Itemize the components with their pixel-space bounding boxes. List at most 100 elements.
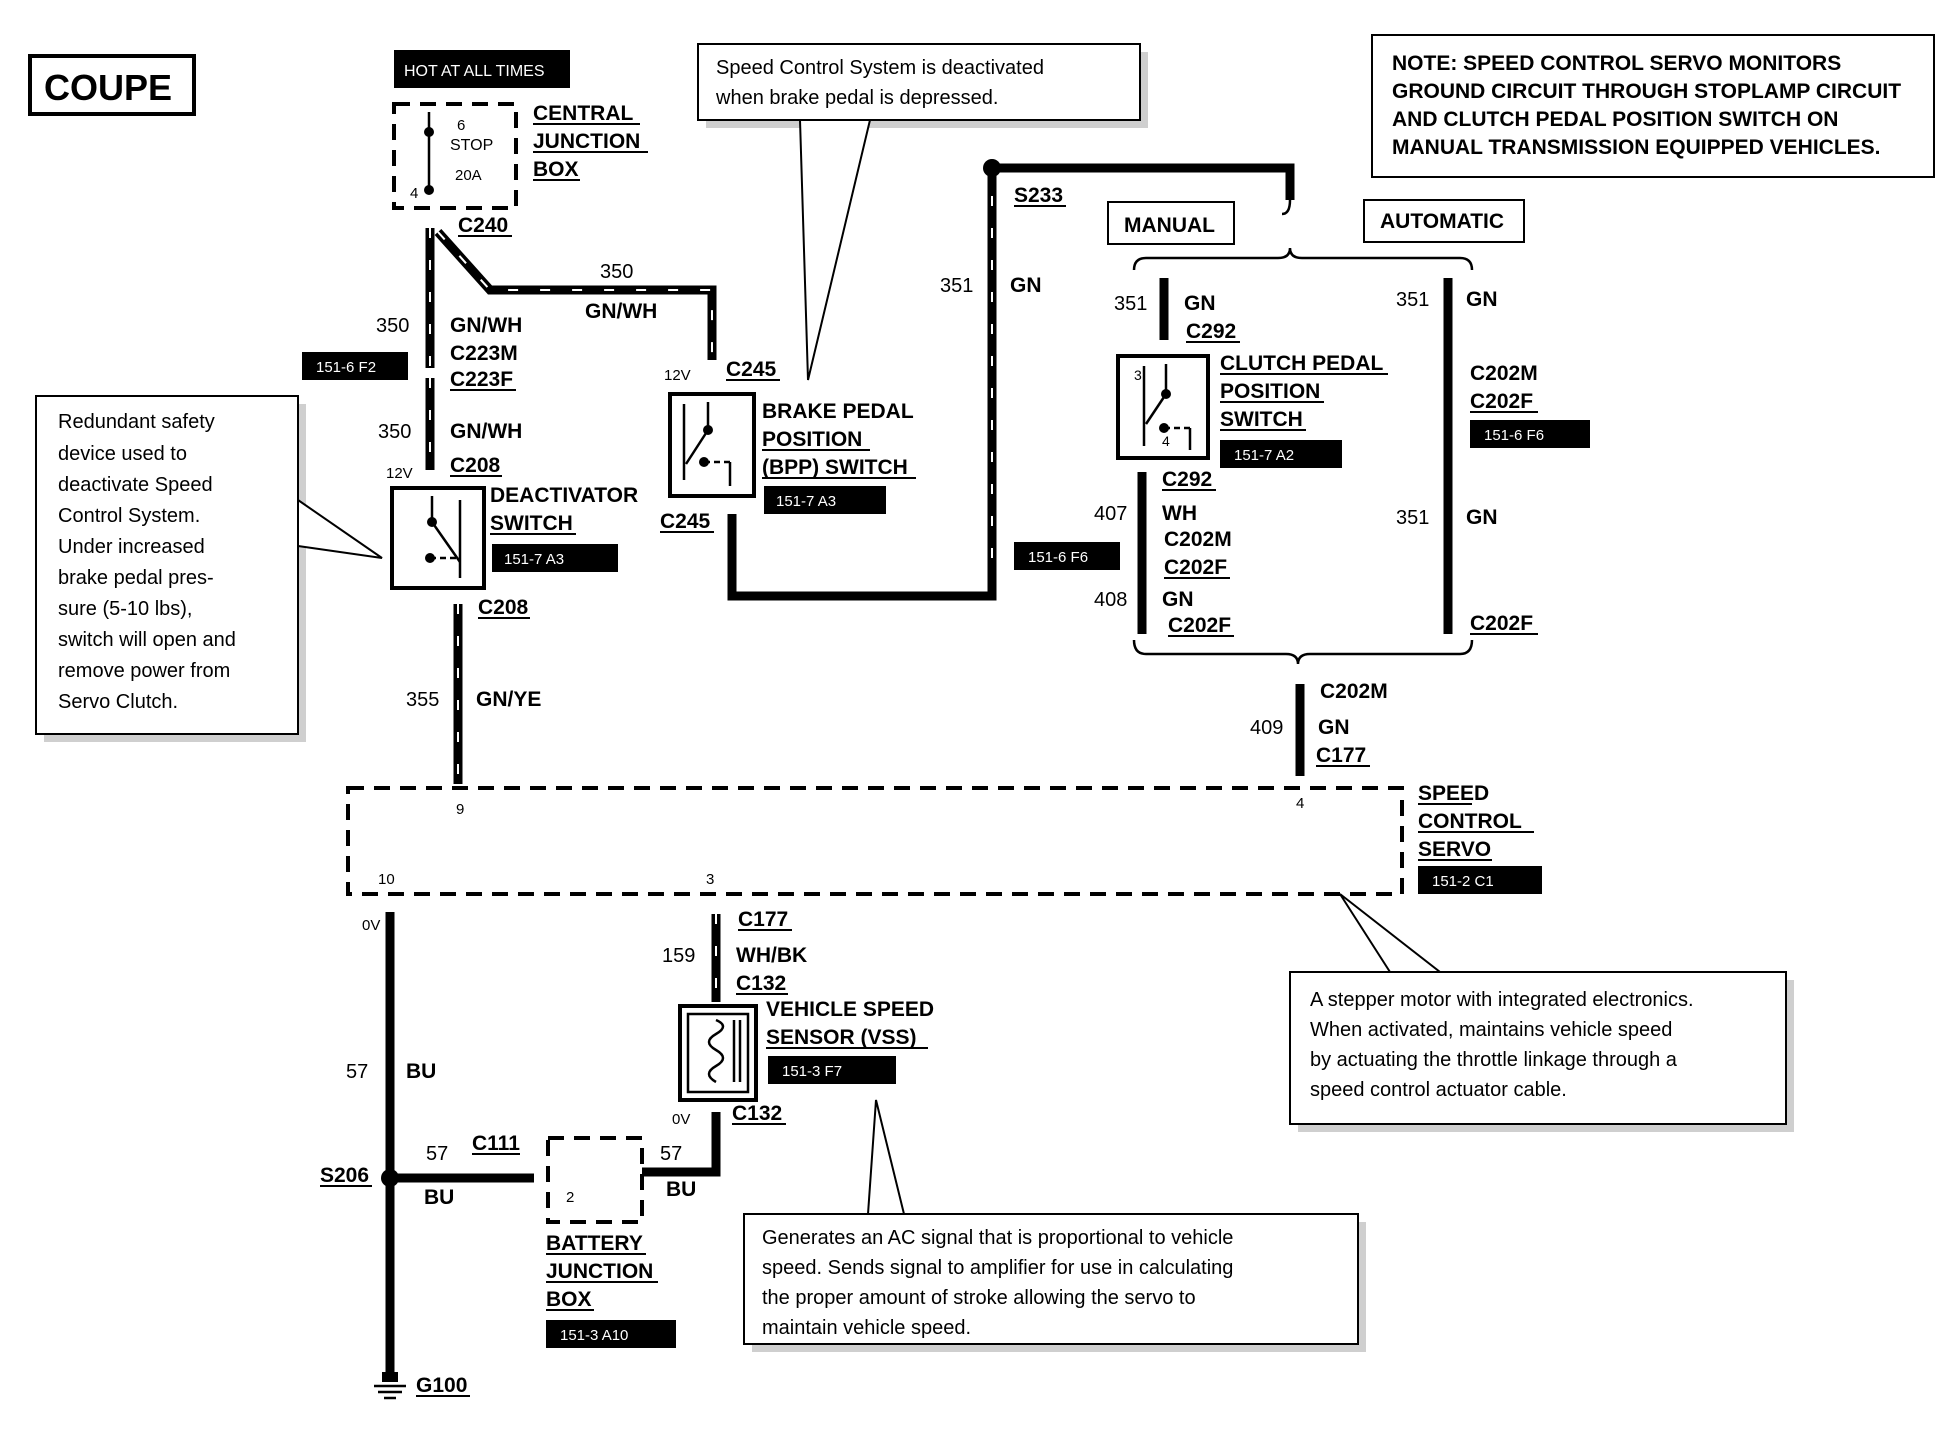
svg-text:0V: 0V xyxy=(362,917,380,934)
svg-text:GN/WH: GN/WH xyxy=(450,420,522,443)
ref-label: 151-2 C1 xyxy=(1432,873,1494,890)
callout-stepper: A stepper motor with integrated electron… xyxy=(1289,893,1794,1132)
connector-c177: C177 xyxy=(738,908,788,931)
svg-text:GN: GN xyxy=(1184,292,1216,315)
svg-text:BRAKE PEDAL: BRAKE PEDAL xyxy=(762,400,914,423)
svg-text:355: 355 xyxy=(406,689,439,711)
svg-text:350: 350 xyxy=(600,261,633,283)
pin-label: 10 xyxy=(378,871,395,888)
svg-text:12V: 12V xyxy=(664,367,691,384)
svg-text:GN: GN xyxy=(1318,716,1350,739)
svg-text:408: 408 xyxy=(1094,589,1127,611)
connector-c202f: C202F xyxy=(1164,556,1227,579)
svg-text:407: 407 xyxy=(1094,503,1127,525)
svg-text:remove power from: remove power from xyxy=(58,660,230,682)
svg-text:3: 3 xyxy=(1134,367,1142,383)
connector-c245: C245 xyxy=(660,510,711,533)
connector-c202m: C202M xyxy=(1470,362,1538,385)
wire-350 xyxy=(425,228,717,470)
ref-label: 151-7 A3 xyxy=(776,493,836,510)
callout-brake: Speed Control System is deactivated when… xyxy=(697,43,1148,381)
svg-text:Control System.: Control System. xyxy=(58,505,200,527)
svg-text:WH: WH xyxy=(1162,502,1197,525)
callout-redundant: Redundant safety device used to deactiva… xyxy=(35,395,383,742)
connector-c240: C240 xyxy=(458,214,508,237)
hot-at-all-times-label: HOT AT ALL TIMES xyxy=(394,50,570,88)
connector-c132: C132 xyxy=(732,1102,782,1125)
ground-g100: G100 xyxy=(416,1374,467,1397)
splice-s233: S233 xyxy=(1014,184,1063,207)
svg-text:brake pedal pres-: brake pedal pres- xyxy=(58,567,214,589)
svg-text:speed control actuator cable.: speed control actuator cable. xyxy=(1310,1079,1567,1101)
vehicle-speed-sensor: C177 159 WH/BK C132 VEHICLE SPEED SENSOR… xyxy=(662,908,934,1128)
svg-text:the proper amount of stroke al: the proper amount of stroke allowing the… xyxy=(762,1287,1196,1309)
connector-c245: C245 xyxy=(726,358,777,381)
ref-151-6-f6: 151-6 F6 xyxy=(1028,549,1088,566)
svg-text:Generates an AC signal that is: Generates an AC signal that is proportio… xyxy=(762,1227,1233,1249)
central-junction-box: 6 STOP 20A 4 CENTRAL JUNCTION BOX xyxy=(392,102,648,210)
note-line: MANUAL TRANSMISSION EQUIPPED VEHICLES. xyxy=(1392,136,1881,159)
connector-c223f: C223F xyxy=(450,368,513,391)
connector-c202f: C202F xyxy=(1168,614,1231,637)
svg-text:(BPP) SWITCH: (BPP) SWITCH xyxy=(762,456,908,479)
connector-c202m: C202M xyxy=(1164,528,1232,551)
svg-text:351: 351 xyxy=(1396,507,1429,529)
svg-text:HOT AT ALL TIMES: HOT AT ALL TIMES xyxy=(404,63,545,80)
connector-c223m: C223M xyxy=(450,342,518,365)
pin-label: 4 xyxy=(410,185,418,202)
svg-text:CLUTCH PEDAL: CLUTCH PEDAL xyxy=(1220,352,1383,375)
svg-text:350: 350 xyxy=(378,421,411,443)
svg-text:BU: BU xyxy=(424,1186,454,1209)
connector-c208: C208 xyxy=(450,454,501,477)
svg-text:Speed Control System is deacti: Speed Control System is deactivated xyxy=(716,57,1044,79)
splice-s206: S206 xyxy=(320,1164,369,1187)
svg-text:Under increased: Under increased xyxy=(58,536,205,558)
battery-junction-box: 2 BATTERY JUNCTION BOX 151-3 A10 xyxy=(546,1136,676,1348)
svg-text:SWITCH: SWITCH xyxy=(1220,408,1303,431)
svg-text:POSITION: POSITION xyxy=(762,428,862,451)
connector-c111: C111 xyxy=(472,1132,520,1155)
svg-text:GN/YE: GN/YE xyxy=(476,688,541,711)
svg-text:VEHICLE SPEED: VEHICLE SPEED xyxy=(766,998,934,1021)
svg-text:351: 351 xyxy=(1114,293,1147,315)
manual-branch: 351 GN C292 3 4 CLUTCH PEDAL POSITION SW… xyxy=(1014,278,1388,637)
page-title: COUPE xyxy=(44,67,172,108)
deactivator-switch: DEACTIVATOR SWITCH 151-7 A3 xyxy=(390,484,638,590)
svg-text:BU: BU xyxy=(666,1178,696,1201)
note-line: GROUND CIRCUIT THROUGH STOPLAMP CIRCUIT xyxy=(1392,80,1901,103)
connector-c132: C132 xyxy=(736,972,786,995)
svg-text:GN/WH: GN/WH xyxy=(585,300,657,323)
title-box: COUPE xyxy=(28,54,196,116)
connector-c292: C292 xyxy=(1162,468,1212,491)
pin-label: 2 xyxy=(566,1189,574,1206)
svg-text:4: 4 xyxy=(1162,433,1170,449)
svg-text:WH/BK: WH/BK xyxy=(736,944,807,967)
ref-151-6-f2: 151-6 F2 xyxy=(316,359,376,376)
svg-text:maintain vehicle speed.: maintain vehicle speed. xyxy=(762,1317,971,1339)
svg-text:sure (5-10 lbs),: sure (5-10 lbs), xyxy=(58,598,193,620)
svg-text:12V: 12V xyxy=(386,465,413,482)
fuse-name: STOP xyxy=(450,137,493,154)
option-automatic: AUTOMATIC xyxy=(1380,210,1504,233)
svg-text:CENTRAL: CENTRAL xyxy=(533,102,633,125)
svg-text:JUNCTION: JUNCTION xyxy=(546,1260,653,1283)
connector-c208: C208 xyxy=(478,596,529,619)
wire-57-vss: 57 BU xyxy=(642,1112,721,1201)
connector-c292: C292 xyxy=(1186,320,1236,343)
svg-text:DEACTIVATOR: DEACTIVATOR xyxy=(490,484,638,507)
svg-text:GN/WH: GN/WH xyxy=(450,314,522,337)
svg-text:57: 57 xyxy=(426,1143,448,1165)
svg-text:SWITCH: SWITCH xyxy=(490,512,573,535)
svg-text:SPEED: SPEED xyxy=(1418,782,1489,805)
svg-text:BOX: BOX xyxy=(533,158,579,181)
connector-c202m: C202M xyxy=(1320,680,1388,703)
svg-text:409: 409 xyxy=(1250,717,1283,739)
svg-text:POSITION: POSITION xyxy=(1220,380,1320,403)
svg-text:159: 159 xyxy=(662,945,695,967)
svg-text:device used to: device used to xyxy=(58,443,187,465)
svg-text:BOX: BOX xyxy=(546,1288,592,1311)
svg-text:Redundant safety: Redundant safety xyxy=(58,411,215,433)
note-line: AND CLUTCH PEDAL POSITION SWITCH ON xyxy=(1392,108,1838,131)
svg-text:A stepper motor with integrate: A stepper motor with integrated electron… xyxy=(1310,989,1694,1011)
ref-label: 151-3 F7 xyxy=(782,1063,842,1080)
